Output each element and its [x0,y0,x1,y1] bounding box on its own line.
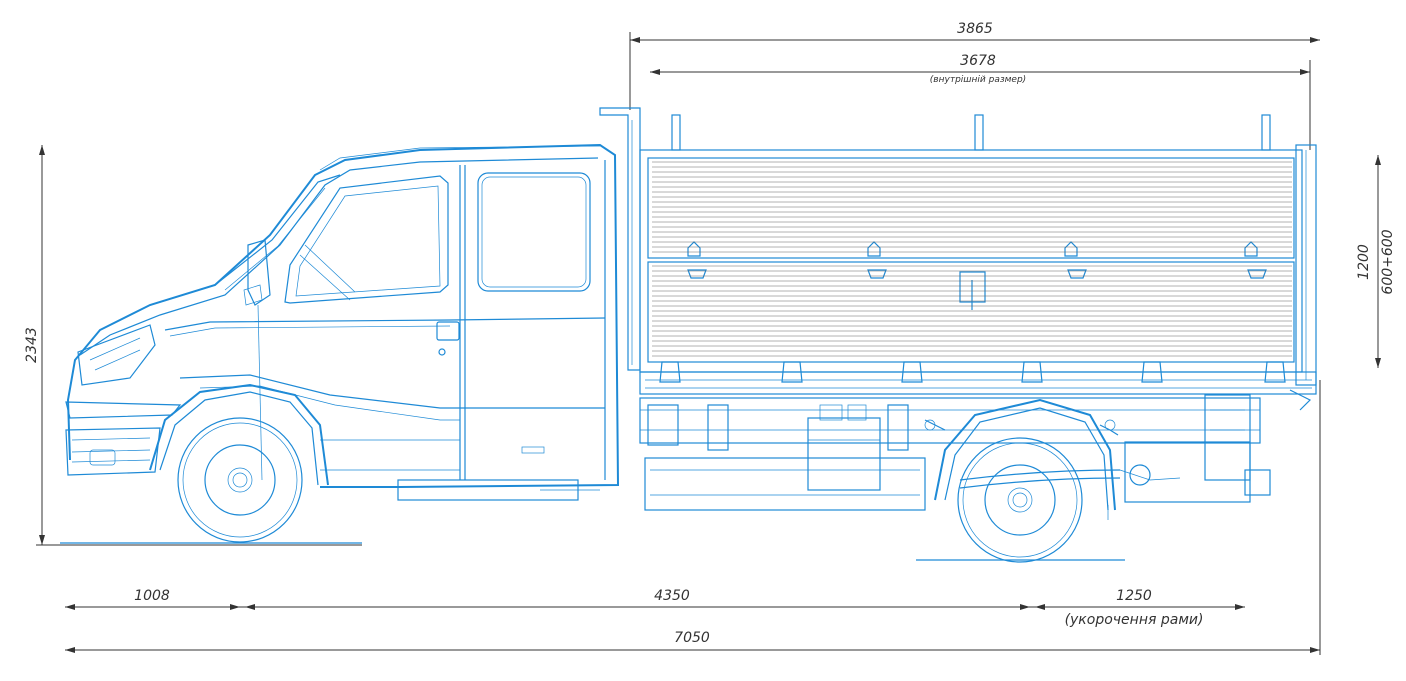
dim-overall-length: 7050 [674,630,710,646]
front-wheel [177,417,303,543]
dim-front-overhang: 1008 [134,588,170,604]
dimension-lines [36,32,1381,655]
dim-side-height: 1200 [1356,244,1372,280]
chassis [639,394,1271,520]
truck-cab [65,143,620,501]
rear-wheel [916,437,1125,563]
dim-body-outer-length: 3865 [957,21,993,37]
dim-frame-shortening-note: (укорочення рами) [1065,612,1204,628]
dim-body-inner-length: 3678 [960,53,996,69]
body-panel-ribs [652,161,1292,357]
dim-inner-size-note: (внутрішній размер) [930,75,1026,85]
dump-body [599,107,1317,411]
dim-wheelbase: 4350 [654,588,690,604]
lower-latches [659,361,1286,383]
dim-frame-shortening: 1250 [1116,588,1152,604]
dim-side-split: 600+600 [1380,229,1396,294]
dim-overall-height: 2343 [24,327,40,363]
